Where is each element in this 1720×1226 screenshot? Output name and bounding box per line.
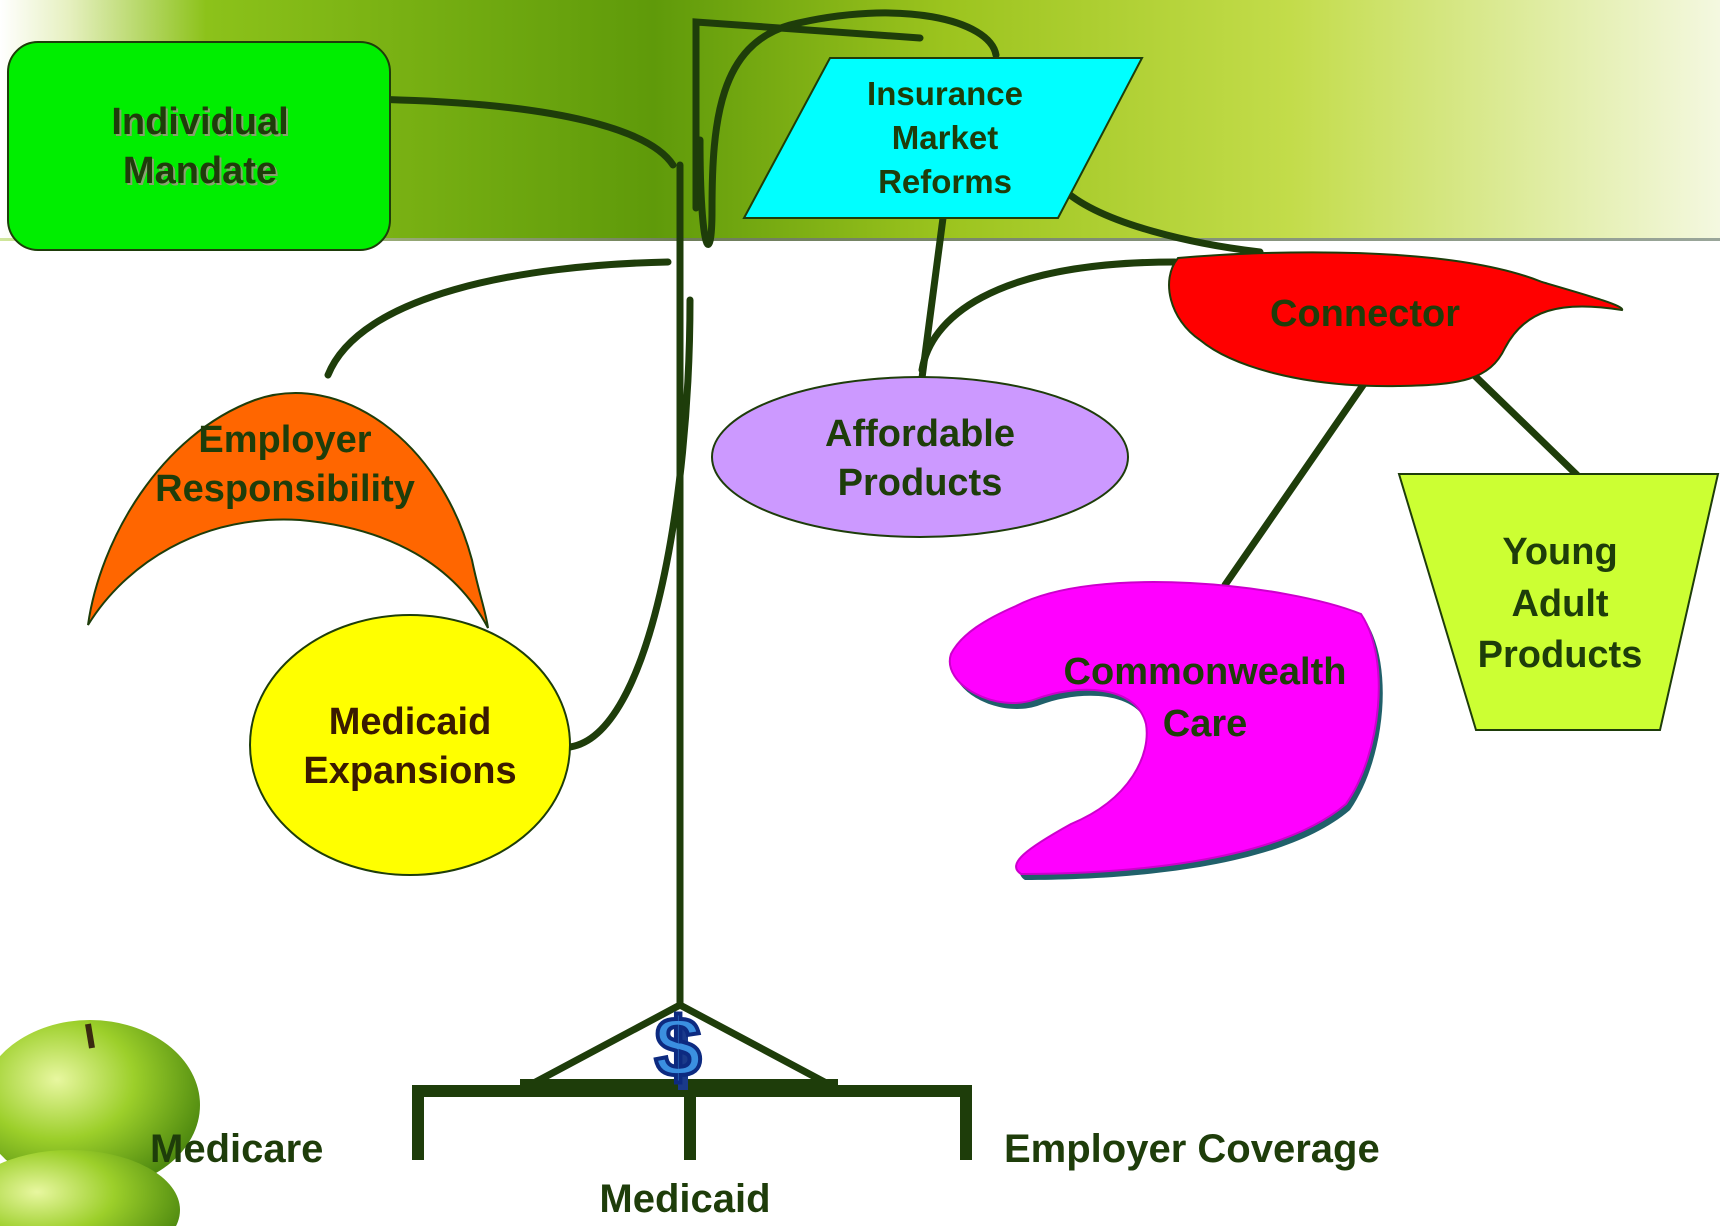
scale-triangle [526,1001,834,1089]
employer-responsibility-crescent [87,392,489,629]
young-adult-products-label: Young Adult Products [1477,531,1643,677]
dollar-icon: $ [653,998,704,1096]
connector-line-commonwealth-care [1221,374,1372,589]
individual-mandate-box [7,41,391,251]
connector-line-young-adult [1471,372,1581,479]
affordable-products-ellipse [711,376,1129,538]
employer-coverage-label: Employer Coverage [1004,1127,1380,1171]
medicaid-expansions-circle [249,614,571,876]
medicaid-label: Medicaid [599,1177,771,1221]
connector-line-insurance-reforms [696,9,1000,248]
insurance-market-reforms-parallelogram [742,57,1144,219]
employer-responsibility-label: Employer Responsibility [155,419,415,511]
commonwealth-care-label: Commonwealth Care [1063,651,1347,745]
connector-line-employer-responsibility [324,258,672,379]
header-divider [0,238,1720,241]
commonwealth-care-blob [948,581,1380,876]
young-adult-products-trapezoid [1397,473,1720,731]
affordable-products-label: Affordable Products [825,413,1015,505]
connector-line-affordable-to-connector [918,258,1179,374]
connector-line-medicaid-expansions [566,296,694,751]
connector-label: Connector [1270,293,1460,335]
medicare-label: Medicare [150,1127,324,1171]
scale-symbol: $ [655,1000,702,1094]
medicaid-expansions-label: Medicaid Expansions [303,701,517,793]
connector-line-reforms-to-connector [1058,184,1264,256]
individual-mandate-label: Individual Mandate [111,101,289,192]
connector-shape [1168,251,1624,388]
connector-line-top-frame [692,18,924,212]
apple-icon [0,1020,200,1226]
insurance-market-reforms-label: Insurance Market Reforms [867,75,1023,200]
